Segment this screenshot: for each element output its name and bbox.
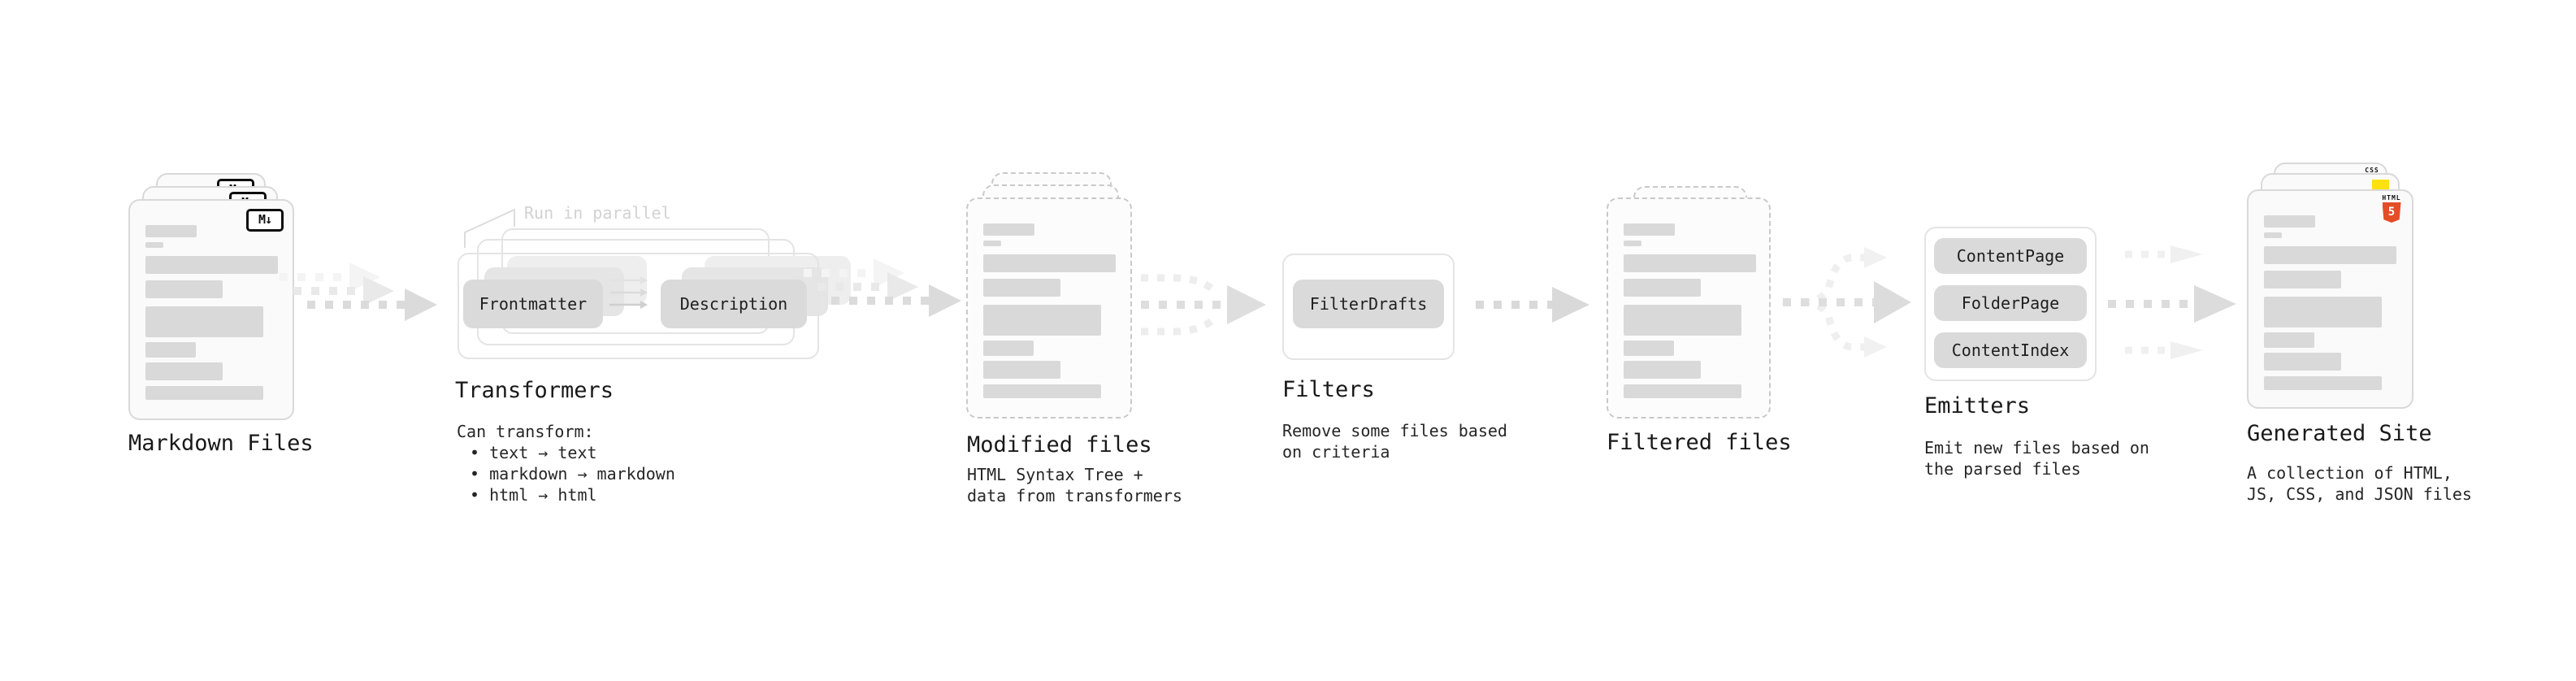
text-placeholder-bar (983, 254, 1116, 272)
file-card-dashed (1607, 197, 1771, 419)
note-line: the parsed files (1924, 459, 2081, 479)
text-placeholder-bar (145, 386, 263, 400)
note-line: A collection of HTML, (2247, 463, 2452, 483)
flow-arrow-icon (2108, 285, 2236, 323)
annotation-connector-line (464, 208, 515, 248)
text-placeholder-bar (983, 305, 1101, 336)
filters-frame (1282, 254, 1455, 360)
text-placeholder-bar (1624, 340, 1674, 356)
emitter-node-folderpage: FolderPage (1934, 285, 2087, 321)
text-placeholder-bar (983, 361, 1060, 379)
html5-icon: HTML 5 (2381, 194, 2402, 223)
js-icon (2372, 180, 2389, 189)
text-placeholder-bar (2264, 215, 2315, 228)
text-placeholder-bar (983, 241, 1001, 246)
parallel-arrows-icon (609, 276, 648, 309)
text-placeholder-bar (1624, 279, 1701, 297)
note-line: Can transform: (457, 422, 594, 441)
stage-title: Emitters (1924, 393, 2031, 419)
stage-note: Can transform: • text → text • markdown … (457, 421, 675, 505)
text-placeholder-bar (983, 340, 1034, 356)
text-placeholder-bar (2264, 297, 2382, 327)
note-line: • html → html (470, 485, 597, 505)
stage-note: A collection of HTML, JS, CSS, and JSON … (2247, 462, 2472, 505)
note-line: JS, CSS, and JSON files (2247, 484, 2472, 504)
text-placeholder-bar (983, 384, 1101, 398)
stage-title: Transformers (455, 378, 614, 403)
text-placeholder-bar (145, 362, 223, 380)
file-card: HTML 5 (2247, 189, 2413, 409)
flow-arrow-icon (1476, 287, 1589, 323)
stage-title: Markdown Files (128, 431, 314, 456)
stage-title: Filtered files (1607, 430, 1792, 455)
text-placeholder-bar (1624, 223, 1675, 236)
emitter-node-contentpage: ContentPage (1934, 238, 2087, 274)
split-arrow-icon (1783, 247, 1911, 358)
text-placeholder-bar (983, 223, 1034, 236)
stage-title: Generated Site (2247, 421, 2432, 446)
text-placeholder-bar (1624, 241, 1641, 246)
emitter-node-contentindex: ContentIndex (1934, 332, 2087, 368)
stage-note: HTML Syntax Tree + data from transformer… (967, 464, 1182, 506)
text-placeholder-bar (1624, 361, 1701, 379)
flow-arrow-icon (280, 262, 437, 321)
stage-note: Emit new files based on the parsed files (1924, 437, 2149, 479)
text-placeholder-bar (145, 342, 196, 358)
emitters-frame (1924, 227, 2097, 381)
note-line: Emit new files based on (1924, 438, 2149, 458)
flow-arrow-icon (2125, 245, 2203, 263)
stage-title: Modified files (967, 432, 1152, 458)
text-placeholder-bar (145, 280, 223, 298)
stage-note: Remove some files based on criteria (1282, 420, 1507, 462)
text-placeholder-bar (145, 306, 263, 337)
note-line: on criteria (1282, 442, 1390, 462)
note-line: HTML Syntax Tree + (967, 465, 1143, 484)
stage-title: Filters (1282, 377, 1375, 402)
filter-node-filterdrafts: FilterDrafts (1293, 280, 1444, 328)
flow-arrow-icon (804, 258, 961, 317)
text-placeholder-bar (1624, 384, 1741, 398)
html5-icon-label: HTML (2382, 194, 2401, 202)
note-line: • text → text (470, 443, 597, 462)
text-placeholder-bar (2264, 376, 2382, 390)
annotation-run-in-parallel: Run in parallel (524, 203, 671, 223)
transformer-layer-frame (458, 253, 819, 359)
transformer-node-frontmatter: Frontmatter (463, 280, 603, 328)
merge-arrow-icon (1141, 274, 1266, 336)
text-placeholder-bar (2264, 232, 2282, 238)
flow-arrow-icon (2125, 341, 2203, 359)
text-placeholder-bar (1624, 254, 1756, 272)
css-icon-label: CSS (2365, 167, 2379, 174)
markdown-icon: M↓ (246, 209, 284, 232)
note-line: • markdown → markdown (470, 464, 675, 484)
note-line: Remove some files based (1282, 421, 1507, 440)
html5-shield: 5 (2382, 202, 2401, 223)
file-card-dashed (966, 197, 1132, 419)
text-placeholder-bar (145, 225, 197, 237)
text-placeholder-bar (2264, 353, 2341, 371)
text-placeholder-bar (2264, 246, 2396, 264)
note-line: data from transformers (967, 486, 1182, 505)
transformer-node-description: Description (661, 280, 807, 328)
text-placeholder-bar (145, 242, 163, 248)
html5-number: 5 (2387, 206, 2396, 219)
text-placeholder-bar (2264, 332, 2314, 348)
text-placeholder-bar (1624, 305, 1741, 336)
text-placeholder-bar (145, 256, 278, 274)
file-card: M↓ (128, 199, 294, 420)
text-placeholder-bar (2264, 271, 2341, 288)
text-placeholder-bar (983, 279, 1060, 297)
